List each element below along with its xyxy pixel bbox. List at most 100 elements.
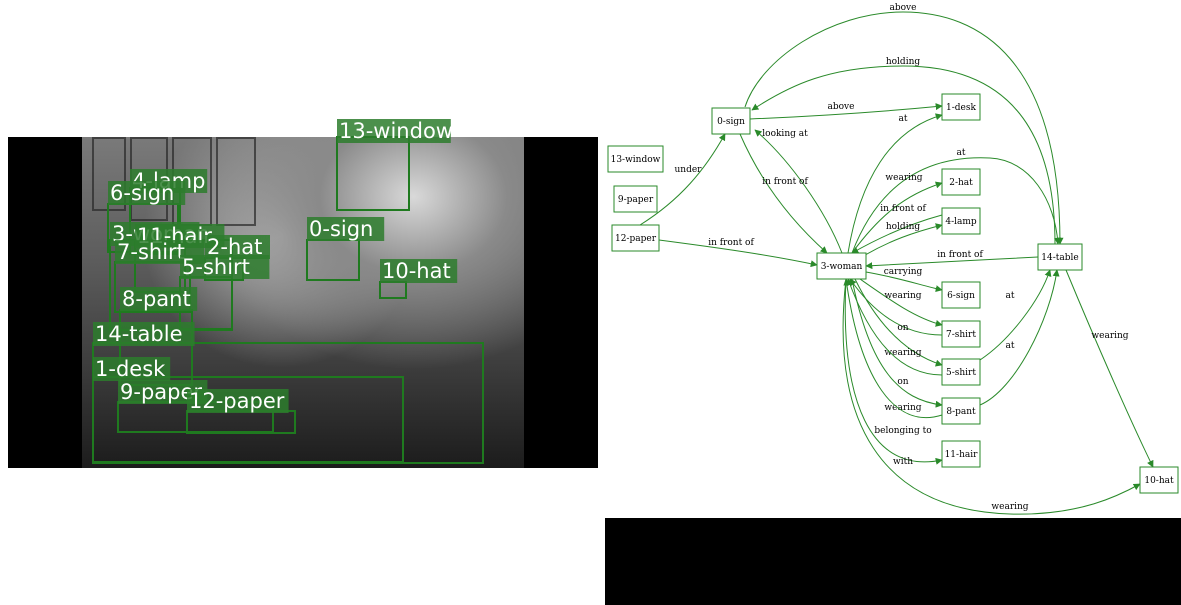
node-frame xyxy=(611,224,660,252)
node-label: 9-paper xyxy=(618,195,654,205)
node-label: 3-woman xyxy=(821,262,863,272)
node-label: 1-desk xyxy=(946,103,976,113)
edge-arrow xyxy=(854,278,943,367)
edge-label: carrying xyxy=(884,267,923,277)
edge-3-woman-to-7-shirt: wearing xyxy=(859,278,943,327)
node-1-desk: 1-desk xyxy=(941,93,981,121)
node-11-hair: 11-hair xyxy=(941,440,981,468)
node-label: 0-sign xyxy=(717,117,745,127)
edge-0-sign-to-14-table: above xyxy=(744,3,1064,245)
edge-arrow xyxy=(851,181,943,254)
edge-label: above xyxy=(828,102,855,112)
edge-label: at xyxy=(899,114,908,124)
node-13-window: 13-window xyxy=(607,145,664,173)
edge-label: under xyxy=(675,165,703,175)
edge-14-table-to-0-sign: holding xyxy=(751,57,1056,245)
edge-arrow xyxy=(851,278,943,408)
box-label: 1-desk xyxy=(95,357,166,381)
box-label: 6-sign xyxy=(110,181,174,205)
edge-8-pant-to-14-table: at xyxy=(979,269,1060,406)
box-label: 5-shirt xyxy=(182,255,250,279)
box-label-bg xyxy=(93,322,195,346)
edge-arrow xyxy=(865,271,943,293)
node-frame xyxy=(816,252,867,280)
node-0-sign: 0-sign xyxy=(711,107,751,135)
box-label: 10-hat xyxy=(382,259,451,283)
box-13-window: 13-window xyxy=(336,119,453,211)
box-12-paper: 12-paper xyxy=(186,389,296,434)
edge-label: wearing xyxy=(885,173,922,183)
edge-arrow xyxy=(842,278,1141,515)
edge-label: at xyxy=(957,148,966,158)
box-0-sign: 0-sign xyxy=(306,217,385,281)
edge-label: on xyxy=(897,323,908,333)
node-label: 7-shirt xyxy=(946,330,976,340)
edge-label: holding xyxy=(886,57,921,67)
edge-arrow xyxy=(751,65,1056,245)
edge-8-pant-to-3-woman: belonging to xyxy=(843,278,943,436)
box-label: 12-paper xyxy=(189,389,285,413)
edge-3-woman-to-8-pant: wearing xyxy=(851,278,943,413)
box-label-bg xyxy=(187,389,289,413)
box-label-bg xyxy=(108,181,186,205)
node-frame xyxy=(1037,243,1083,271)
edge-arrow xyxy=(744,11,1064,245)
edge-arrow xyxy=(849,278,943,336)
edge-label: at xyxy=(1006,291,1015,301)
black-band xyxy=(605,518,1181,605)
node-frame xyxy=(607,145,664,173)
edge-label: on xyxy=(897,377,908,387)
edge-label: in front of xyxy=(708,238,754,248)
edge-label: above xyxy=(890,3,917,13)
node-14-table: 14-table xyxy=(1037,243,1083,271)
box-frame xyxy=(92,376,404,463)
box-label-bg xyxy=(307,217,385,241)
node-12-paper: 12-paper xyxy=(611,224,660,252)
node-frame xyxy=(941,320,981,348)
box-label-bg xyxy=(180,255,270,279)
edge-3-woman-to-4-lamp: holding xyxy=(859,222,943,259)
node-frame xyxy=(941,358,981,386)
edge-label: wearing xyxy=(884,348,921,358)
node-frame xyxy=(711,107,751,135)
edge-label: looking at xyxy=(762,129,808,139)
edge-arrow xyxy=(859,278,943,327)
edge-12-paper-to-0-sign: under xyxy=(639,133,726,226)
box-1-desk: 1-desk xyxy=(92,357,404,463)
box-6-sign: 6-sign xyxy=(107,181,186,253)
node-5-shirt: 5-shirt xyxy=(941,358,981,386)
edge-0-sign-to-3-woman: in front of xyxy=(739,133,828,254)
node-label: 13-window xyxy=(611,155,661,165)
edge-label: wearing xyxy=(884,291,921,301)
node-label: 6-sign xyxy=(947,291,975,301)
edge-arrow xyxy=(859,223,943,259)
node-frame xyxy=(613,185,658,213)
node-9-paper: 9-paper xyxy=(613,185,658,213)
node-frame xyxy=(941,93,981,121)
edge-3-woman-to-14-table: at xyxy=(851,148,1062,254)
edge-label: in front of xyxy=(762,177,808,187)
edge-3-woman-to-11-hair: with xyxy=(844,278,943,467)
box-label: 7-shirt xyxy=(117,240,185,264)
edge-label: wearing xyxy=(991,502,1028,512)
edge-12-paper-to-3-woman: in front of xyxy=(658,238,818,268)
edge-arrow xyxy=(979,269,1052,361)
node-label: 4-lamp xyxy=(945,217,977,227)
edge-arrow xyxy=(749,103,943,120)
edge-label: with xyxy=(893,457,913,467)
node-label: 10-hat xyxy=(1144,476,1174,486)
node-label: 11-hair xyxy=(945,450,979,460)
node-label: 5-shirt xyxy=(946,368,976,378)
box-5-shirt: 5-shirt xyxy=(179,255,270,330)
node-7-shirt: 7-shirt xyxy=(941,320,981,348)
edge-0-sign-to-1-desk: above xyxy=(749,102,943,120)
node-2-hat: 2-hat xyxy=(941,168,981,196)
edge-arrow xyxy=(639,133,726,226)
edge-14-table-to-10-hat: wearing xyxy=(1065,269,1154,468)
edge-arrow xyxy=(658,239,818,268)
box-8-pant: 8-pant xyxy=(119,287,198,386)
node-frame xyxy=(941,397,981,425)
detection-overlay: 13-window4-lamp6-sign3-woman11-hair2-hat… xyxy=(92,119,484,464)
edge-3-woman-to-5-shirt: wearing xyxy=(854,278,943,367)
edge-arrow xyxy=(739,133,828,254)
